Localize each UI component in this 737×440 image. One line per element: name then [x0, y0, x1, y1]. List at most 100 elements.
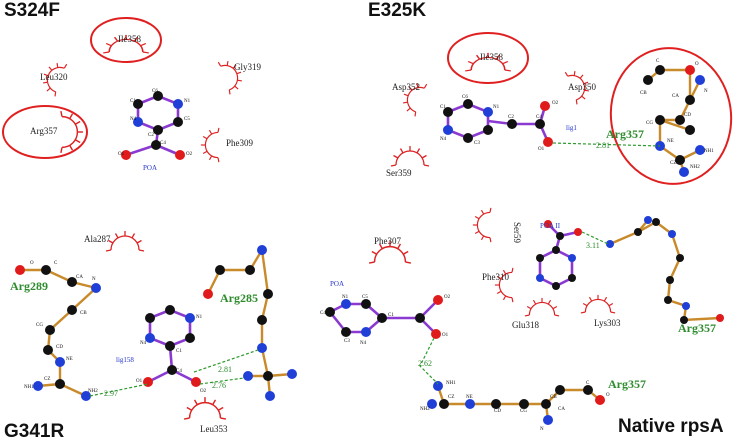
atom-label: NH1	[704, 149, 714, 154]
atom-label: O	[695, 62, 699, 67]
atom-label: C6	[152, 89, 158, 94]
residue-label: Phe307	[374, 236, 402, 246]
atom-label: C4	[160, 141, 166, 146]
ligand-label: POA	[143, 164, 157, 172]
atom-label: NH1	[24, 385, 34, 390]
ligand-bond	[446, 102, 490, 140]
residue-atoms	[427, 381, 605, 425]
hbond-distance: 2.97	[104, 389, 118, 398]
residue-bond	[20, 268, 99, 398]
panel-tl: Ile358 Leu320 Gly319 Arg357 Phe309 C1 C6…	[2, 17, 262, 172]
residue-atoms	[606, 216, 724, 324]
residue-label: Phe309	[226, 138, 254, 148]
atom-label: C2	[148, 133, 154, 138]
atom-label: O1	[136, 379, 143, 384]
highlight-circle	[447, 32, 529, 84]
panel-title-tl: S324F	[4, 0, 60, 21]
atom-label: N1	[196, 315, 203, 320]
atom-label: C	[586, 381, 590, 386]
atom-label: CG	[646, 121, 653, 126]
residue-atoms	[203, 245, 297, 401]
hydrophobic-arc	[580, 294, 616, 314]
hydrophobic-arc	[183, 396, 227, 420]
atom-label: CA	[672, 94, 679, 99]
atom-label: O	[30, 261, 34, 266]
hydrophobic-arc	[390, 145, 430, 167]
atom-label: O2	[186, 152, 193, 157]
atom-label: N4	[440, 137, 447, 142]
ligand-atoms	[443, 99, 553, 147]
atom-label: C4	[176, 369, 182, 374]
hbond-line	[419, 337, 439, 385]
ligand-bond	[327, 302, 384, 334]
atom-label: NH2	[690, 165, 700, 170]
atom-label: C1	[388, 313, 394, 318]
atom-label: CB	[550, 395, 557, 400]
atom-label: C5	[362, 295, 368, 300]
ligand-atoms	[143, 305, 201, 387]
residue-label: Arg357	[30, 126, 58, 136]
bonded-residue-label: Arg285	[220, 291, 258, 305]
ligand-atoms	[121, 91, 185, 160]
ligand-label: POA II	[540, 222, 561, 230]
ligand-label: lig158	[116, 356, 134, 364]
ligand-label: lig1	[566, 124, 577, 132]
residue-label: Ser359	[386, 168, 412, 178]
residue-bond	[436, 385, 588, 406]
ligand-bond	[148, 308, 192, 348]
residue-label: Gly319	[234, 62, 262, 72]
residue-label: Ile358	[480, 52, 503, 62]
atom-label: CZ	[448, 395, 454, 400]
atom-label: CA	[558, 407, 565, 412]
atom-label: CD	[494, 409, 501, 414]
atom-label: C2	[508, 115, 514, 120]
hbond-line	[199, 377, 245, 385]
residue-atoms	[643, 65, 705, 177]
panel-tr: Ile358 Asp352 Asp350 Ser359 C1 C6 N1 N4 …	[386, 32, 733, 185]
ligand-atoms	[325, 295, 443, 339]
bonded-residue-label: Arg357	[608, 377, 646, 391]
atom-label: NE	[66, 357, 73, 362]
panel-br: Phe307 Ser59 Phe310 Glu318 Lys303 N1 C5 …	[320, 207, 724, 432]
bonded-residue-label: Arg289	[10, 279, 48, 293]
highlight-circle	[90, 17, 162, 63]
atom-label: N4	[130, 117, 137, 122]
atom-label: NH2	[420, 407, 430, 412]
atom-label: NE	[466, 395, 473, 400]
atom-label: CZ	[670, 161, 676, 166]
atom-label: N	[540, 427, 544, 432]
atom-label: O2	[200, 389, 207, 394]
hbond-line	[193, 349, 259, 373]
residue-atoms	[15, 265, 101, 401]
hbond-distance: 2.62	[418, 359, 432, 368]
atom-label: C1	[176, 349, 182, 354]
highlight-circle	[609, 47, 733, 185]
atom-label: C3	[474, 141, 480, 146]
atom-label: O1	[442, 333, 449, 338]
atom-label: NH1	[446, 381, 456, 386]
residue-label: Asp350	[568, 82, 597, 92]
bonded-residue-label: Arg357	[606, 127, 644, 141]
residue-label: Ala287	[84, 234, 111, 244]
atom-label: C	[656, 59, 660, 64]
hbond-distance: 3.11	[586, 241, 600, 250]
panel-title-bl: G341R	[4, 421, 64, 440]
atom-label: C4	[536, 115, 542, 120]
atom-label: CZ	[44, 377, 50, 382]
hbond-line	[89, 383, 149, 397]
residue-label: Ile358	[118, 34, 141, 44]
residue-label: Glu318	[512, 320, 540, 330]
atom-label: C4	[320, 311, 326, 316]
hydrophobic-arc	[105, 230, 145, 252]
highlight-circle	[2, 105, 88, 159]
atom-label: N1	[184, 99, 191, 104]
atom-label: NH2	[88, 389, 98, 394]
residue-bond	[609, 220, 721, 322]
atom-label: O	[606, 393, 610, 398]
hbond-line	[552, 142, 661, 147]
atom-label: O1	[118, 152, 125, 157]
hydrophobic-arc	[472, 207, 492, 243]
residue-label: Ser59	[512, 222, 522, 243]
atom-label: CB	[80, 311, 87, 316]
atom-label: CA	[76, 275, 83, 280]
